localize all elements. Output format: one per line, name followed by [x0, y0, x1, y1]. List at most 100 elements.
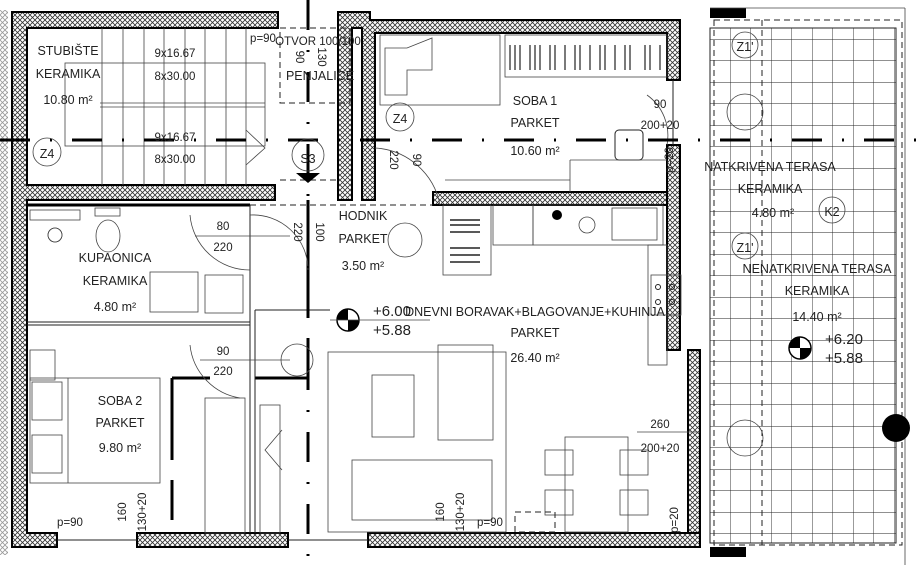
terrace-door-w: 260 — [650, 419, 669, 431]
walls — [11, 11, 701, 548]
bed2-icon — [29, 377, 161, 484]
opening-dim-b: 130 — [315, 47, 327, 66]
living-floor: PARKET — [510, 326, 559, 340]
hall-door-w: 100 — [313, 222, 325, 241]
living-level-bottom: +5.88 — [373, 322, 411, 339]
column-circle — [726, 93, 764, 131]
hall-area: 3.50 m² — [342, 259, 384, 273]
bedroom2-furniture — [29, 214, 309, 484]
door-swing — [374, 147, 441, 206]
stairs-flight1-risers: 9x16.67 — [155, 48, 196, 60]
staircase — [64, 28, 266, 185]
column-circle — [726, 419, 764, 457]
bedroom1-furniture — [374, 34, 669, 206]
kitchen — [442, 204, 682, 366]
opening-parapet: p=90 — [250, 33, 276, 45]
bedroom2-window-h: 130+20 — [137, 493, 149, 532]
bedroom2-window-w: 160 — [117, 502, 129, 521]
dining-table-icon — [564, 436, 629, 533]
living-window-w: 160 — [435, 502, 447, 521]
bathroom-floor: KERAMIKA — [83, 274, 148, 288]
living-furniture — [204, 344, 649, 534]
stairs-name: STUBIŠTE — [37, 43, 98, 58]
covered-terrace-name: NATKRIVENA TERASA — [704, 160, 836, 174]
wardrobe2-icon — [204, 397, 246, 534]
bedroom1-area: 10.60 m² — [510, 144, 559, 158]
stairs-floor: KERAMIKA — [36, 67, 101, 81]
bathroom-area: 4.80 m² — [94, 300, 136, 314]
open-terrace-floor: KERAMIKA — [785, 284, 850, 298]
stove-icon — [650, 274, 682, 316]
desk-chair-icon — [614, 129, 644, 161]
living-name: DNEVNI BORAVAK+BLAGOVANJE+KUHINJA — [405, 305, 665, 319]
neighbor-boundary — [0, 10, 8, 555]
living-parapet: p=90 — [477, 517, 503, 529]
stairs-flight2-treads: 8x30.00 — [155, 154, 196, 166]
bedroom1-door-h: 220 — [387, 150, 399, 169]
bedroom2-door-h: 220 — [213, 366, 232, 378]
terrace-level-bottom: +5.88 — [825, 350, 863, 367]
coffee-table-icon — [371, 374, 415, 438]
level-marker-living: +6.00 +5.88 — [330, 303, 430, 339]
terrace-door-h: 200+20 — [641, 443, 680, 455]
sofa-icon — [327, 351, 507, 533]
living-level-top: +6.00 — [373, 303, 411, 320]
toilet-icon — [95, 219, 121, 253]
level-marker-terrace: +6.20 +5.88 — [788, 331, 863, 367]
terrace — [709, 7, 906, 565]
tag-z1-b: Z1' — [737, 241, 754, 255]
open-terrace-area: 14.40 m² — [792, 310, 841, 324]
tag-z4-b: Z4 — [40, 147, 55, 161]
bedroom1-name: SOBA 1 — [513, 94, 558, 108]
living-window-h: 130+20 — [455, 493, 467, 532]
markers: Z4 Z4 S3 Z1' Z1' K2 — [32, 31, 910, 457]
wardrobe-icon — [504, 34, 668, 78]
terrace-door-parapet: p=20 — [669, 507, 681, 533]
terrace-level-top: +6.20 — [825, 331, 863, 348]
opening-dim-a: 90 — [293, 51, 305, 64]
washbasin-icon — [149, 271, 199, 313]
bedroom2-parapet: p=90 — [57, 517, 83, 529]
section-s3-circle — [291, 138, 325, 172]
stairs-area: 10.80 m² — [43, 93, 92, 107]
bedroom1-door-w: 90 — [410, 154, 422, 167]
bath-door-w: 80 — [217, 221, 230, 233]
tag-z1-a: Z1' — [737, 40, 754, 54]
hall-door-h: 220 — [291, 222, 303, 241]
level-marker-edge-icon — [882, 414, 910, 442]
column-marker-bottom — [710, 547, 746, 557]
stairs-flight2-risers: 9x16.67 — [155, 132, 196, 144]
hall-floor: PARKET — [338, 232, 387, 246]
section-s3: S3 — [300, 152, 315, 166]
bedroom1-window-w: 90 — [654, 99, 667, 111]
bedroom1-window-h: 200+20 — [641, 120, 680, 132]
column-marker-top — [710, 8, 746, 18]
stairs-flight1-treads: 8x30.00 — [155, 71, 196, 83]
washing-machine-icon — [204, 274, 244, 314]
open-terrace-name: NENATKRIVENA TERASA — [743, 262, 893, 276]
opening-ladder: PENJALICE — [286, 69, 354, 83]
bedroom2-name: SOBA 2 — [98, 394, 143, 408]
bedroom1-parapet: p=20 — [664, 147, 676, 173]
bedroom2-area: 9.80 m² — [99, 441, 141, 455]
bathroom-name: KUPAONICA — [79, 251, 152, 265]
section-arrow-icon — [296, 173, 320, 183]
hall-name: HODNIK — [339, 209, 388, 223]
tag-z4-a: Z4 — [393, 112, 408, 126]
room-labels: STUBIŠTE KERAMIKA 10.80 m² 9x16.67 8x30.… — [36, 33, 892, 533]
opening-label: OTVOR 100/100 — [275, 36, 361, 48]
bed-icon — [379, 34, 501, 106]
light-circle — [387, 222, 423, 258]
bedroom1-floor: PARKET — [510, 116, 559, 130]
covered-terrace-floor: KERAMIKA — [738, 182, 803, 196]
covered-terrace-area: 4.80 m² — [752, 206, 794, 220]
sink-icon — [611, 207, 658, 241]
tag-k2: K2 — [824, 205, 839, 219]
tap-icon — [552, 210, 562, 220]
glass-icon — [578, 216, 596, 234]
partitions — [27, 27, 433, 533]
tag-z4-circle — [385, 102, 415, 132]
living-area: 26.40 m² — [510, 351, 559, 365]
bedroom2-door-w: 90 — [217, 346, 230, 358]
